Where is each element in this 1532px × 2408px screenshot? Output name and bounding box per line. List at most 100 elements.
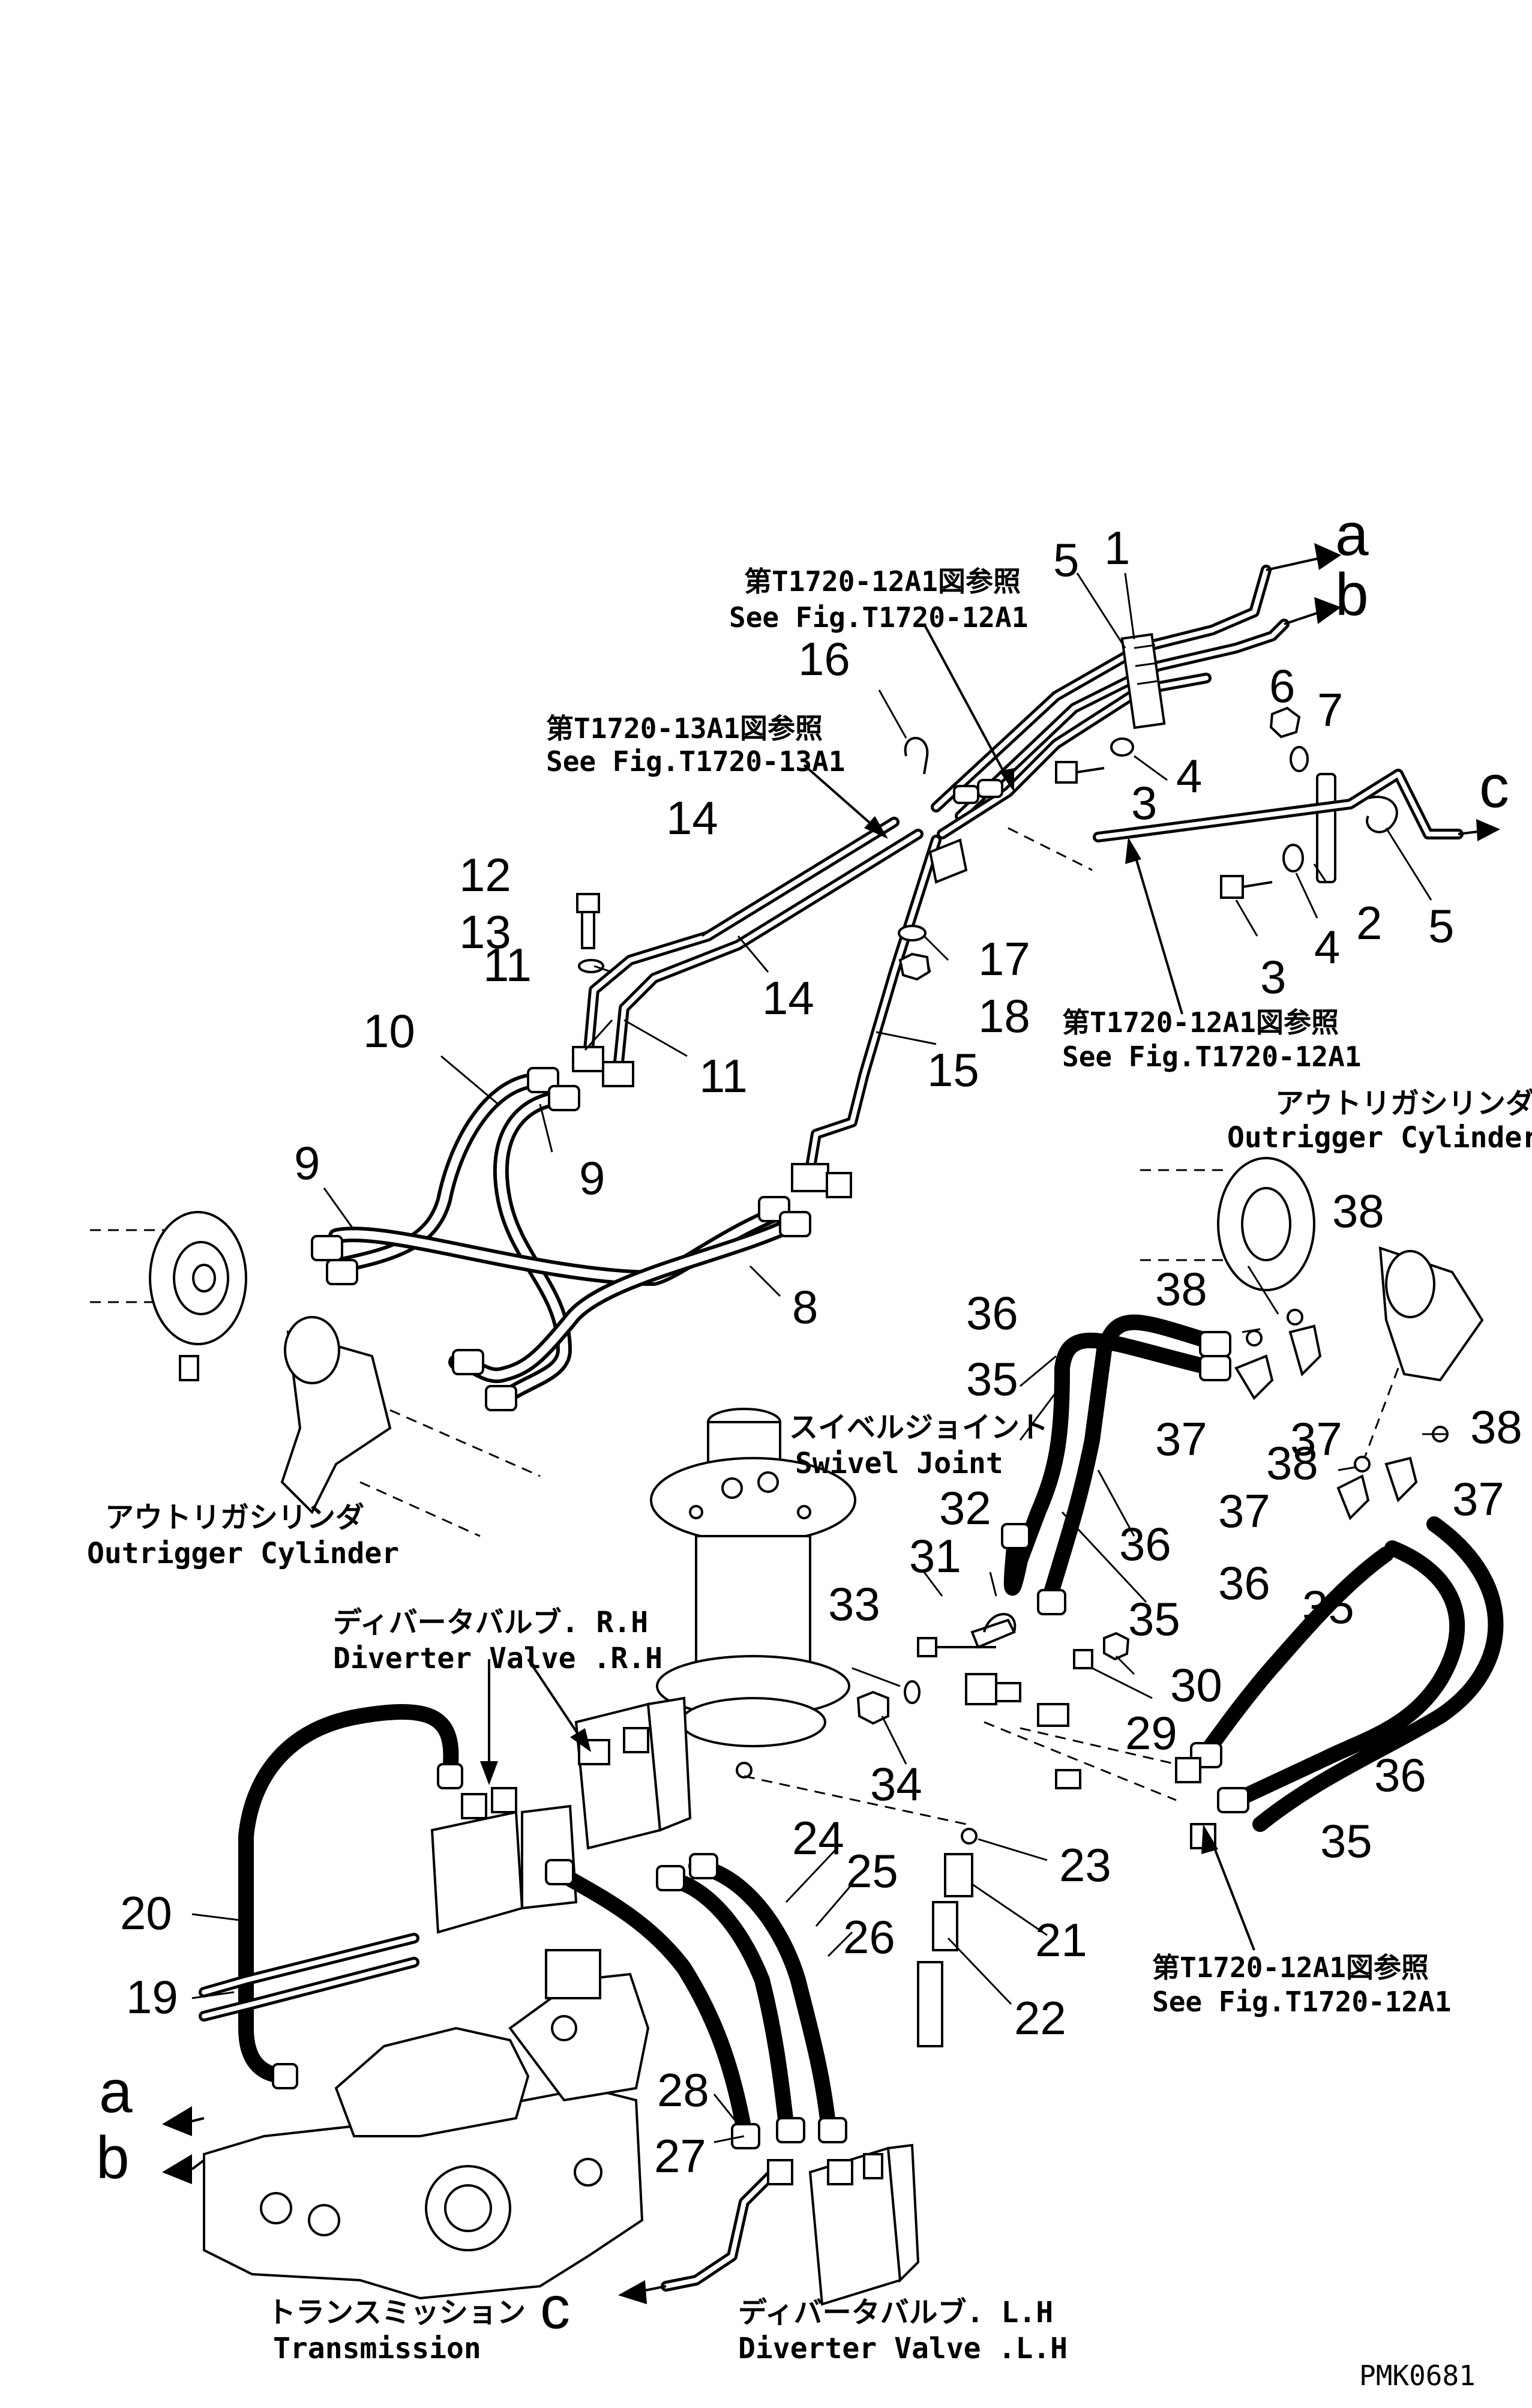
part-35-lower: 35 — [1320, 1815, 1372, 1867]
part-33: 33 — [828, 1578, 880, 1630]
part-36-left: 36 — [1218, 1557, 1270, 1609]
part-15: 15 — [927, 1043, 979, 1096]
part-8: 8 — [792, 1281, 818, 1333]
leader-lines — [191, 572, 1446, 2143]
part-4-upper: 4 — [1176, 749, 1202, 802]
transmission-en: Transmission — [273, 2332, 481, 2365]
part-26: 26 — [843, 1911, 895, 1963]
swivel-joint-en: Swivel Joint — [795, 1447, 1003, 1480]
part-36-lower: 36 — [1374, 1749, 1426, 1801]
outrigger-right-jp: アウトリガシリンダ — [1275, 1087, 1532, 1120]
part-29: 29 — [1125, 1707, 1177, 1759]
central-pipes — [572, 737, 968, 1198]
hose-fittings-21-23 — [917, 1828, 978, 2047]
part-12: 12 — [459, 848, 511, 901]
connector-b-bottom: b — [96, 2124, 130, 2191]
part-16: 16 — [798, 632, 850, 685]
part-23: 23 — [1059, 1839, 1111, 1891]
part-3-upper: 3 — [1131, 776, 1157, 829]
part-9-right: 9 — [579, 1151, 605, 1204]
swivel-fittings — [856, 1613, 1216, 1849]
connector-a-top: a — [1335, 501, 1369, 568]
part-38-top: 38 — [1332, 1184, 1384, 1237]
swivel-joint-jp: スイベルジョイント — [789, 1411, 1048, 1444]
ref-13a1-jp: 第T1720-13A1図参照 — [546, 712, 823, 745]
drawing-code: PMK0681 — [1359, 2359, 1476, 2392]
ref-12a1-low-jp: 第T1720-12A1図参照 — [1152, 1951, 1429, 1984]
diverter-lh-en: Diverter Valve .L.H — [738, 2332, 1068, 2365]
part-38-upper-left: 38 — [1155, 1263, 1207, 1315]
diverter-valve-lh-drawing — [618, 2143, 920, 2306]
part-6: 6 — [1269, 659, 1295, 712]
part-17: 17 — [978, 932, 1030, 985]
part-18: 18 — [978, 989, 1030, 1042]
part-36-upper: 36 — [966, 1287, 1018, 1339]
part-19: 19 — [126, 1971, 178, 2023]
part-9-left: 9 — [294, 1136, 320, 1189]
diverter-rh-jp: ディバータバルブ. R.H — [333, 1606, 648, 1639]
part-5-lower: 5 — [1428, 899, 1454, 952]
part-36-middle: 36 — [1119, 1518, 1171, 1570]
part-35-middle: 35 — [1128, 1593, 1180, 1645]
part-25: 25 — [846, 1845, 898, 1897]
part-14-upper: 14 — [666, 791, 718, 844]
outrigger-left-en: Outrigger Cylinder — [87, 1537, 399, 1570]
ref-12a1-mid-jp: 第T1720-12A1図参照 — [1062, 1006, 1339, 1039]
hoses-24-28 — [545, 1853, 847, 2149]
diverter-rh-en: Diverter Valve .R.H — [333, 1642, 662, 1675]
part-34: 34 — [870, 1758, 922, 1810]
part-1: 1 — [1104, 521, 1130, 574]
part-2: 2 — [1356, 896, 1382, 949]
transmission-jp: トランスミッション — [267, 2296, 526, 2329]
connector-c-top: c — [1479, 753, 1509, 820]
part-20: 20 — [120, 1887, 172, 1939]
part-3-lower: 3 — [1260, 950, 1286, 1003]
ref-12a1-mid-en: See Fig.T1720-12A1 — [1062, 1040, 1362, 1073]
hoses-19-20 — [162, 1704, 463, 2184]
ref-12a1-top-en: See Fig.T1720-12A1 — [729, 601, 1029, 634]
part-13: 13 — [459, 905, 511, 958]
part-11-lower: 11 — [699, 1049, 748, 1102]
part-35-right: 35 — [1302, 1581, 1354, 1633]
part-37-lower-left: 37 — [1218, 1485, 1270, 1537]
outrigger-left-jp: アウトリガシリンダ — [105, 1501, 364, 1534]
part-38-right: 38 — [1470, 1401, 1522, 1453]
part-28: 28 — [657, 2064, 709, 2116]
part-11-upper: 11 — [483, 938, 532, 991]
upper-pipe-assembly — [931, 543, 1500, 899]
swivel-joint-drawing — [650, 1408, 967, 1825]
connector-a-bottom: a — [99, 2058, 133, 2125]
part-number-labels: 1 2 3 3 4 4 5 5 6 7 8 9 9 10 11 11 12 13… — [120, 521, 1522, 2182]
part-22: 22 — [1014, 1992, 1066, 2044]
part-37-right: 37 — [1290, 1413, 1342, 1465]
transmission-drawing — [203, 1949, 650, 2300]
part-27: 27 — [654, 2130, 706, 2182]
connector-c-bottom: c — [540, 2274, 570, 2341]
connector-b-top: b — [1335, 561, 1369, 628]
outrigger-cylinder-right-drawing — [1001, 1157, 1504, 1832]
connector-labels: a b c a b c — [96, 501, 1509, 2341]
part-31: 31 — [909, 1530, 961, 1582]
part-32: 32 — [939, 1482, 991, 1534]
part-21: 21 — [1035, 1914, 1087, 1966]
part-37-left: 37 — [1155, 1413, 1207, 1465]
part-14-lower: 14 — [762, 971, 814, 1024]
part-7: 7 — [1317, 683, 1343, 736]
part-35-upper: 35 — [966, 1353, 1018, 1405]
part-38-lower: 38 — [1266, 1437, 1318, 1489]
part-37-lower-right: 37 — [1452, 1473, 1504, 1525]
ref-12a1-low-en: See Fig.T1720-12A1 — [1152, 1986, 1452, 2018]
reference-labels: 第T1720-12A1図参照 See Fig.T1720-12A1 第T1720… — [546, 565, 1452, 2018]
part-24: 24 — [792, 1812, 844, 1864]
part-5-upper: 5 — [1053, 533, 1079, 586]
diverter-lh-jp: ディバータバルブ. L.H — [738, 2296, 1053, 2329]
part-30: 30 — [1170, 1659, 1222, 1711]
part-4-lower: 4 — [1314, 920, 1340, 973]
ref-12a1-top-jp: 第T1720-12A1図参照 — [744, 565, 1021, 598]
part-10: 10 — [363, 1004, 415, 1057]
outrigger-cylinder-left-drawing — [90, 1211, 541, 1537]
diverter-valve-rh-drawing — [430, 1696, 692, 1934]
left-hoses — [311, 1067, 811, 1411]
component-labels: アウトリガシリンダ Outrigger Cylinder アウトリガシリンダ O… — [87, 1087, 1532, 2365]
